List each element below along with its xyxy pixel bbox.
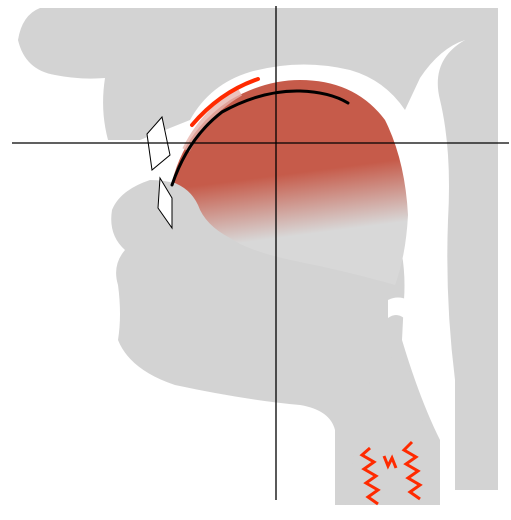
epiglottis-gap <box>388 298 408 319</box>
pharynx-back-wall <box>438 8 498 490</box>
